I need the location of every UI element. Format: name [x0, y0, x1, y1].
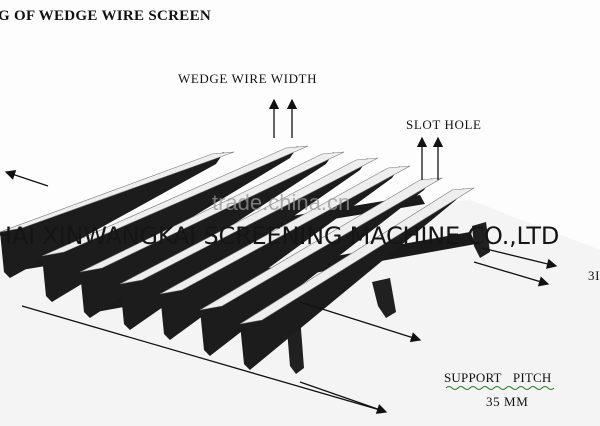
wedge-wire-top — [79, 151, 345, 273]
wedge-wires — [0, 145, 475, 370]
diagram-title: G OF WEDGE WIRE SCREEN — [0, 8, 212, 24]
wedge-wire-top — [239, 187, 475, 325]
pitch-value-label: 35 MM — [486, 394, 529, 409]
pitch-arrow — [299, 301, 422, 343]
wedge-wire-side — [160, 166, 401, 340]
side-arrow-lower — [473, 261, 550, 287]
wedge-wire-side — [200, 178, 433, 356]
wedge-wire-top — [119, 157, 379, 285]
wedge-wire-side — [0, 152, 225, 278]
side-arrow-upper — [481, 247, 558, 269]
watermark: trade.china.cn — [212, 190, 351, 215]
wedge-wire-top — [159, 165, 411, 295]
length-arrow-left — [4, 169, 49, 187]
wedge-wire — [0, 151, 235, 278]
support-pitch-label: SUPPORT PITCH — [444, 370, 552, 385]
wedge-wire-width-label: WEDGE WIRE WIDTH — [178, 71, 318, 86]
cut-off-label: 3I — [588, 268, 600, 283]
dimension-arrows — [4, 98, 558, 414]
company-name: HAI XINWANGKAI SCREENING MACHINE CO.,LTD — [0, 222, 560, 250]
wedge-wire-top — [41, 145, 309, 257]
pitch-baseline — [21, 305, 381, 411]
wedge-wire — [239, 187, 475, 370]
support-bracket-right — [372, 278, 396, 318]
wedge-wire-top — [199, 177, 443, 311]
wedge-wire — [199, 177, 443, 356]
slot-hole-label: SLOT HOLE — [406, 117, 482, 132]
wedge-wire — [159, 165, 411, 340]
wedge-wire-side — [240, 188, 465, 370]
wedge-wire-top — [0, 151, 235, 233]
support-pitch-underline — [445, 386, 555, 390]
pitch-arrow-lower — [299, 381, 388, 414]
